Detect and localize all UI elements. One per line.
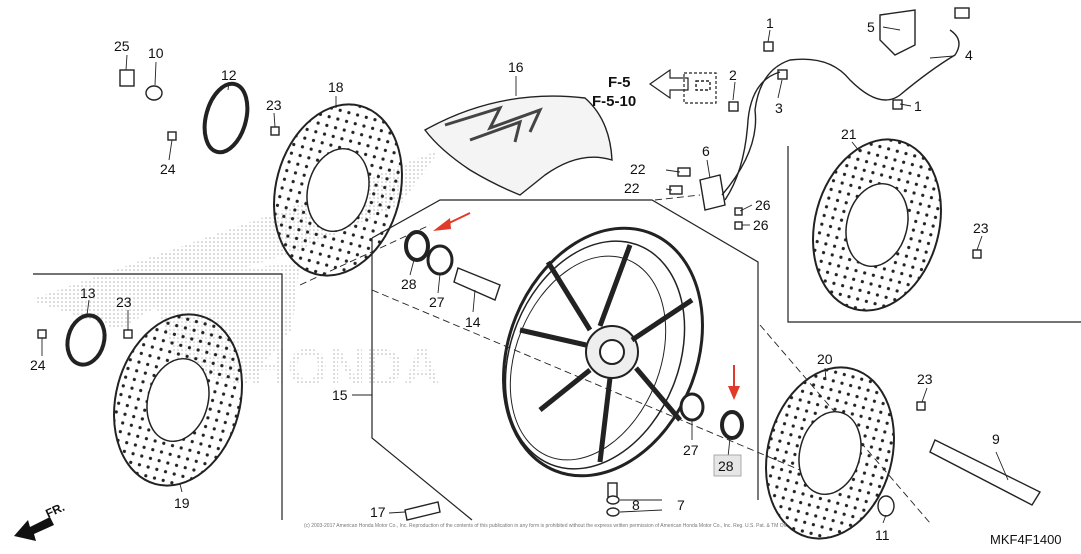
pulser-ring-13: [65, 313, 107, 367]
front-label: FR.: [43, 500, 66, 521]
callout-23: 23: [917, 371, 933, 387]
rear-tire-illustration: [423, 95, 613, 196]
callout-7: 7: [677, 497, 685, 513]
callouts: 1 1 2 3 4 5 6 7 8 9 10 11 12 13 14 15 16…: [30, 15, 1000, 543]
callout-19: 19: [174, 495, 190, 511]
callout-17: 17: [370, 504, 386, 520]
callout-1: 1: [766, 15, 774, 31]
brake-rotor-18: [273, 103, 403, 277]
callout-28: 28: [401, 276, 417, 292]
callout-14: 14: [465, 314, 481, 330]
callout-26: 26: [755, 197, 771, 213]
callout-27: 27: [683, 442, 699, 458]
callout-4: 4: [965, 47, 973, 63]
callout-21: 21: [841, 126, 857, 142]
brake-rotor-20: [765, 366, 895, 540]
pulser-ring-12: [202, 81, 250, 155]
callout-11: 11: [875, 527, 890, 543]
callout-8: 8: [632, 497, 640, 513]
callout-13: 13: [80, 285, 96, 301]
hardware: [37, 41, 1041, 521]
callout-18: 18: [328, 79, 344, 95]
brake-rotor-21: [812, 138, 942, 312]
reference-arrow: [648, 68, 717, 104]
callout-6: 6: [702, 143, 710, 159]
callout-22: 22: [624, 180, 640, 196]
callout-10: 10: [148, 45, 164, 61]
callout-2: 2: [729, 67, 737, 83]
callout-22: 22: [630, 161, 646, 177]
callout-24: 24: [30, 357, 46, 373]
callout-23: 23: [266, 97, 282, 113]
diagram-code: MKF4F1400: [990, 532, 1062, 547]
callout-28-highlighted: 28: [718, 458, 734, 474]
front-wheel-illustration: [502, 226, 704, 478]
callout-20: 20: [817, 351, 833, 367]
front-direction-arrow: FR.: [14, 500, 67, 541]
callout-23: 23: [116, 294, 132, 310]
leader-lines: [41, 26, 1009, 524]
callout-12: 12: [221, 67, 237, 83]
highlight-arrows: [433, 212, 740, 400]
speed-sensor-harness: [699, 7, 970, 211]
reference-f5-10: F-5-10: [592, 93, 636, 110]
highlighted-part-box: [713, 454, 742, 477]
callout-9: 9: [992, 431, 1000, 447]
callout-24: 24: [160, 161, 176, 177]
brake-rotor-19: [113, 313, 243, 487]
callout-15: 15: [332, 387, 348, 403]
callout-5: 5: [867, 19, 875, 35]
reference-f5: F-5: [608, 74, 631, 91]
callout-27: 27: [429, 294, 445, 310]
callout-3: 3: [775, 100, 783, 116]
callout-16: 16: [508, 59, 524, 75]
callout-26: 26: [753, 217, 769, 233]
callout-1: 1: [914, 98, 922, 114]
copyright-text: (c) 2003-2017 American Honda Motor Co., …: [304, 523, 788, 529]
callout-23: 23: [973, 220, 989, 236]
frame-lines: [33, 146, 1081, 521]
callout-25: 25: [114, 38, 130, 54]
